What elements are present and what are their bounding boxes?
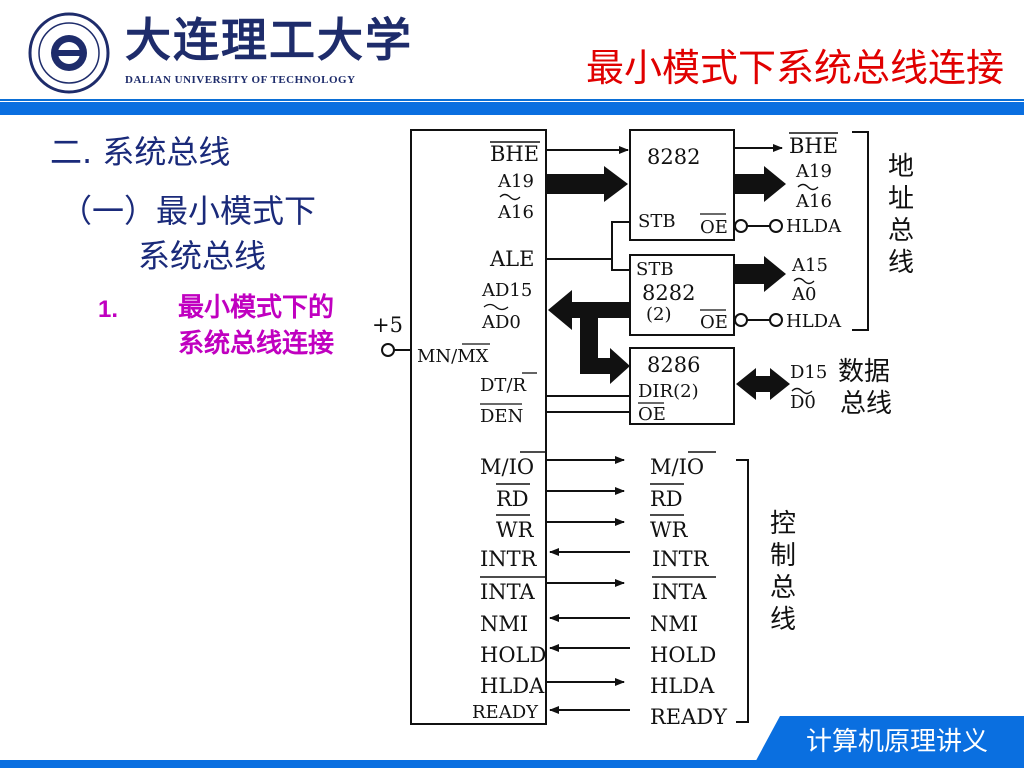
addr-out-a0: A0 [791, 284, 816, 305]
addr-out-hlda-2: HLDA [786, 311, 842, 332]
latch-8282-1-box [629, 129, 735, 241]
cpu-pin-a19: A19 [497, 171, 534, 192]
outline-item-number: 1. [98, 296, 119, 323]
latch-8282-1-oe: OE [700, 217, 728, 238]
ctrl-out-intr: INTR [652, 547, 710, 571]
ctrl-out-hold: HOLD [650, 643, 716, 667]
addr-out-a19: A19 [795, 161, 832, 182]
footer-label: 计算机原理讲义 [805, 727, 988, 757]
cpu-pin-mnmx: MN/MX [417, 346, 489, 367]
ctrl-out-nmi: NMI [650, 612, 698, 636]
cpu-pin-a16: A16 [497, 202, 534, 223]
control-bus-label-4: 线 [770, 605, 796, 635]
latch-8282-2-sub: (2) [646, 304, 672, 325]
transceiver-8286-box [629, 347, 735, 425]
latch-8282-1-stb: STB [638, 211, 676, 232]
outline-heading-2-cont: 系统总线 [138, 237, 267, 275]
cpu-pin-den: DEN [480, 406, 523, 427]
slide-title: 最小模式下系统总线连接 [585, 46, 1004, 90]
transceiver-8286-oe: OE [638, 404, 666, 425]
ctrl-out-wr: WR [650, 518, 689, 542]
bus-connection-diagram: BHE A19 A16 ALE AD15 AD0 MN/MX DT/R DEN … [372, 129, 914, 729]
ctrl-out-hlda: HLDA [650, 674, 715, 698]
ctrl-out-mio: M/IO [650, 455, 704, 479]
cpu-pin-nmi: NMI [480, 612, 528, 636]
latch-8282-1-name: 8282 [647, 145, 700, 169]
cpu-pin-hlda: HLDA [480, 674, 545, 698]
cpu-8086-box [410, 129, 547, 725]
cpu-pin-dtr: DT/R [480, 375, 527, 396]
data-out-d15: D15 [790, 362, 827, 383]
transceiver-8286-name: 8286 [647, 353, 700, 377]
latch-8282-2-box [629, 254, 735, 336]
cpu-pin-inta: INTA [480, 580, 536, 604]
footer-band [0, 760, 1024, 768]
address-bus-label-3: 总 [888, 216, 914, 246]
address-bus-label-1: 地 [888, 152, 914, 182]
data-bus-label-2: 总线 [840, 389, 892, 419]
cpu-pin-ad15: AD15 [481, 280, 532, 301]
outline-item-text: 最小模式下的系统总线连接 [178, 293, 335, 359]
outline-heading-2: （一）最小模式下 [60, 192, 317, 230]
transceiver-8286-dir: DIR(2) [638, 381, 699, 402]
ctrl-out-ready: READY [650, 705, 728, 729]
university-name-en: DALIAN UNIVERSITY OF TECHNOLOGY [125, 74, 356, 86]
control-bus-label-3: 总 [770, 573, 796, 603]
latch-8282-2-stb: STB [636, 259, 674, 280]
plus5-label: +5 [372, 313, 403, 337]
header: 大连理工大学 DALIAN UNIVERSITY OF TECHNOLOGY 最… [0, 0, 1024, 100]
cpu-pin-ale: ALE [489, 247, 534, 271]
data-bus-label-1: 数据 [838, 357, 890, 387]
cpu-pin-rd: RD [496, 487, 529, 511]
university-seal-logo [28, 12, 110, 94]
ctrl-out-inta: INTA [652, 580, 708, 604]
cpu-pin-hold: HOLD [480, 643, 546, 667]
header-rule-thin [0, 99, 1024, 101]
cpu-pin-mio: M/IO [480, 455, 534, 479]
data-out-d0: D0 [790, 392, 816, 413]
control-bus-label-2: 制 [770, 541, 796, 571]
address-bus-label-4: 线 [888, 248, 914, 278]
addr-out-a16: A16 [795, 191, 832, 212]
header-rule-thick [0, 102, 1024, 115]
ctrl-out-rd: RD [650, 487, 683, 511]
footer-box [752, 716, 1024, 768]
cpu-pin-bhe: BHE [490, 142, 539, 166]
addr-out-bhe: BHE [789, 134, 838, 158]
university-name-cn: 大连理工大学 [125, 13, 413, 67]
cpu-pin-ready: READY [472, 702, 539, 723]
cpu-pin-intr: INTR [480, 547, 538, 571]
address-bus-label-2: 址 [888, 184, 914, 214]
latch-8282-2-oe: OE [700, 312, 728, 333]
cpu-pin-wr: WR [496, 518, 535, 542]
addr-out-a15: A15 [791, 255, 828, 276]
cpu-pin-ad0: AD0 [481, 312, 521, 333]
outline-heading-1: 二. 系统总线 [50, 133, 231, 171]
control-bus-label-1: 控 [770, 509, 796, 539]
latch-8282-2-name: 8282 [642, 281, 695, 305]
addr-out-hlda-1: HLDA [786, 216, 842, 237]
